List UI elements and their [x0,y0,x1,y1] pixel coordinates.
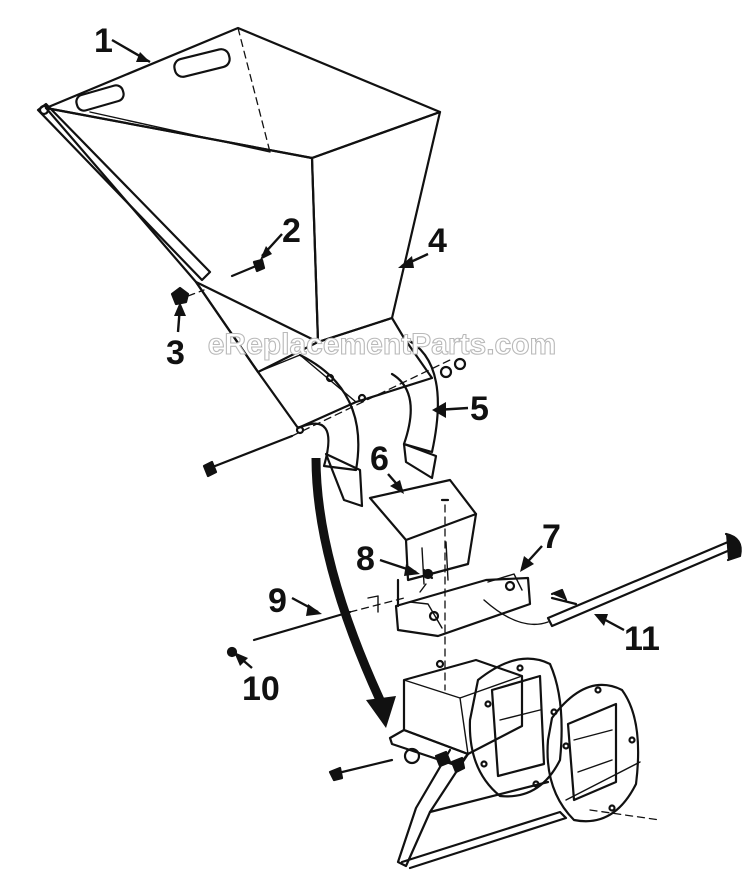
callout-1: 1 [94,22,151,64]
mount-plate-part-7 [394,573,532,638]
long-bolt [202,357,467,478]
callout-label: 4 [428,222,447,260]
assembly-arrow [311,457,396,728]
chute-foot-right [402,442,438,480]
callout-label: 9 [268,582,287,620]
callout-8: 8 [356,540,420,578]
rod-part-9 [252,595,405,642]
hopper-chute [194,280,439,508]
callout-label: 3 [166,334,185,372]
bracket-part-6 [368,478,478,691]
hopper-left-face [44,106,320,374]
nut-part-3 [170,286,205,306]
bolt-part-2 [230,258,266,278]
callout-4: 4 [398,222,447,268]
callout-label: 10 [242,670,280,708]
handle-slot-right [173,48,231,78]
hopper-inner-seam [237,27,271,153]
callout-label: 11 [624,620,660,658]
callout-7: 7 [520,518,561,572]
callout-label: 5 [470,390,489,428]
callout-label: 7 [542,518,561,556]
screw-part-8 [422,568,434,580]
callout-5: 5 [432,390,489,428]
hopper [44,26,442,374]
callout-6: 6 [370,440,404,494]
watermark-text: eReplacementParts.com [208,328,557,361]
callout-label: 6 [370,440,389,478]
screw-part-10 [226,646,238,658]
callout-9: 9 [268,582,322,620]
outlet-flange-rear [546,683,640,823]
chute-foot-left [324,452,364,508]
handle-slot-left [75,84,125,112]
handle-rod-part-11 [483,532,742,628]
callout-10: 10 [234,652,280,708]
housing-bolt [328,747,421,782]
inlet-flange-front [468,657,563,798]
callout-label: 8 [356,540,375,578]
base-frame [396,748,661,870]
callout-label: 1 [94,22,113,60]
hopper-right-face [310,110,442,344]
callout-11: 11 [594,614,660,658]
hopper-support-arm [36,102,212,282]
callout-label: 2 [282,212,301,250]
housing-nuts [434,750,466,774]
callout-3: 3 [166,302,186,372]
callout-2: 2 [260,212,301,260]
